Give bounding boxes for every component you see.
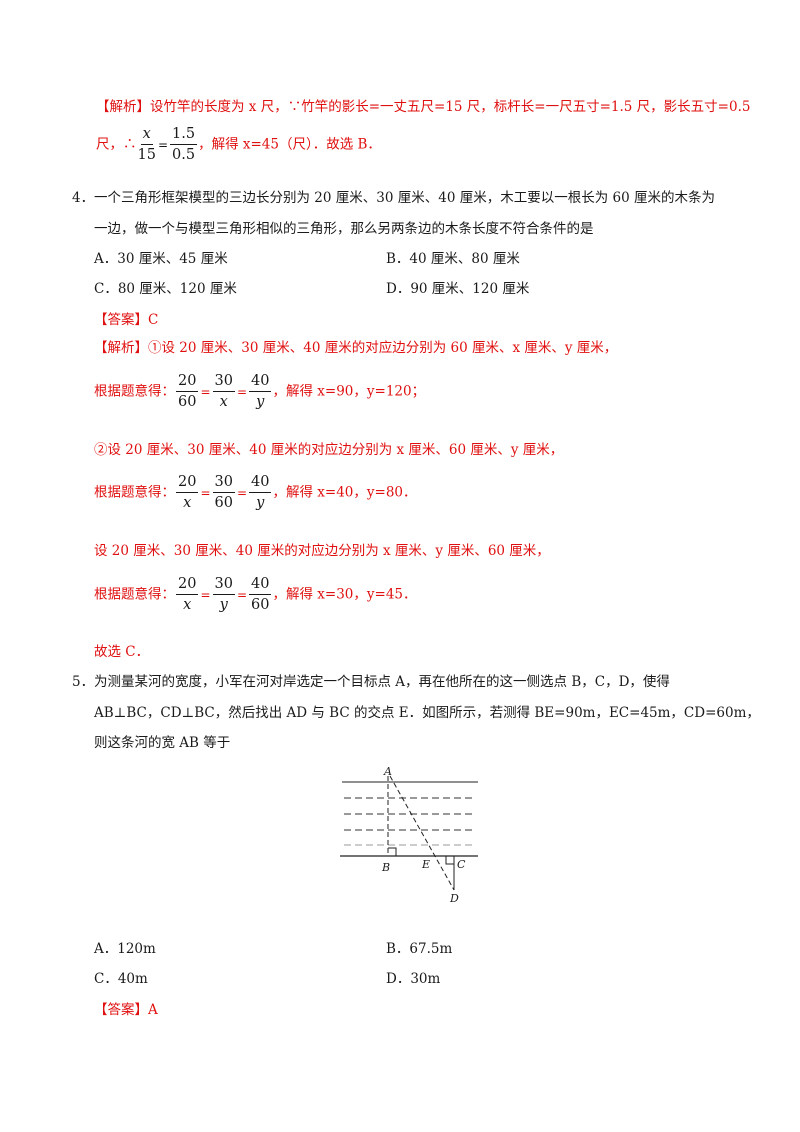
q4-analysis-case3: 设 20 厘米、30 厘米、40 厘米的对应边分别为 x 厘米、y 厘米、60 … [94, 543, 550, 559]
point-label-c: C [457, 858, 466, 871]
segment-ad [389, 775, 455, 891]
fraction-numerator: 30 [212, 575, 235, 595]
fraction-denominator: x [183, 597, 192, 613]
fraction-numerator: 40 [249, 372, 272, 392]
q5-option-a: A．120m [94, 941, 156, 957]
q3-analysis-line1: 【解析】设竹竿的长度为 x 尺，∵竹竿的影长=一丈五尺=15 尺，标杆长=一尺五… [96, 99, 751, 115]
fraction-denominator: 60 [214, 495, 233, 511]
equation-fraction: 40 y [249, 372, 272, 411]
q4-stem-line2: 一边，做一个与模型三角形相似的三角形，那么另两条边的木条长度不符合条件的是 [94, 221, 594, 237]
fraction-numerator: x [140, 125, 153, 145]
q5-option-b: B．67.5m [386, 941, 453, 957]
point-label-e: E [421, 858, 430, 871]
fraction-numerator: 30 [212, 473, 235, 493]
equation-prefix: 根据题意得： [94, 484, 175, 501]
equation-suffix: ，解得 x=90，y=120； [272, 383, 426, 400]
q5-option-d: D．30m [386, 971, 441, 987]
point-label-b: B [381, 861, 390, 874]
fraction-numerator: 40 [249, 575, 272, 595]
q4-option-a: A．30 厘米、45 厘米 [94, 251, 228, 267]
fraction-numerator: 1.5 [170, 125, 198, 145]
equation-fraction: 20 x [176, 575, 199, 614]
equation-fraction: 40 y [249, 473, 272, 512]
fraction-denominator: 0.5 [172, 147, 196, 163]
q4-analysis-case2: ②设 20 厘米、30 厘米、40 厘米的对应边分别为 x 厘米、60 厘米、y… [94, 442, 564, 458]
fraction-denominator: y [219, 597, 228, 613]
point-label-a: A [383, 765, 392, 778]
fraction-denominator: y [256, 495, 265, 511]
q5-option-c: C．40m [94, 971, 148, 987]
fraction-denominator: 15 [137, 147, 156, 163]
q4-number: 4． [72, 190, 95, 206]
q4-stem-line1: 一个三角形框架模型的三边长分别为 20 厘米、30 厘米、40 厘米，木工要以一… [94, 190, 715, 206]
fraction-numerator: 40 [249, 473, 272, 493]
q4-conclusion: 故选 C． [94, 644, 150, 660]
equation-prefix: 根据题意得： [94, 383, 175, 400]
fraction-numerator: 20 [176, 372, 199, 392]
q3-analysis-suffix: ，解得 x=45（尺）．故选 B． [198, 136, 381, 153]
fraction-denominator: 60 [251, 597, 270, 613]
fraction-denominator: x [183, 495, 192, 511]
fraction-numerator: 20 [176, 473, 199, 493]
equation-suffix: ，解得 x=40，y=80． [272, 484, 417, 501]
fraction-numerator: 20 [176, 575, 199, 595]
q4-option-c: C．80 厘米、120 厘米 [94, 281, 237, 297]
q4-option-b: B．40 厘米、80 厘米 [386, 251, 520, 267]
q4-option-d: D．90 厘米、120 厘米 [386, 281, 530, 297]
fraction-denominator: y [256, 394, 265, 410]
fraction-denominator: 60 [178, 394, 197, 410]
point-label-d: D [449, 892, 459, 905]
equation-fraction: 20 x [176, 473, 199, 512]
fraction-numerator: 30 [212, 372, 235, 392]
right-angle-mark-c [445, 856, 454, 865]
q5-stem-line2: AB⊥BC，CD⊥BC，然后找出 AD 与 BC 的交点 E．如图所示，若测得 … [94, 705, 760, 721]
fraction-denominator: x [219, 394, 228, 410]
q4-analysis-case1: 【解析】①设 20 厘米、30 厘米、40 厘米的对应边分别为 60 厘米、x … [94, 340, 618, 356]
equation-fraction: 30 x [212, 372, 235, 411]
equation-prefix: 根据题意得： [94, 586, 175, 603]
equation-suffix: ，解得 x=30，y=45． [272, 586, 417, 603]
river-diagram: A B E C D [340, 765, 478, 905]
q5-answer: 【答案】A [94, 1002, 158, 1018]
q5-number: 5． [72, 674, 95, 690]
right-angle-mark-b [388, 847, 397, 856]
q5-stem-line3: 则这条河的宽 AB 等于 [94, 735, 231, 751]
q3-fraction-left: x 15 [138, 125, 156, 164]
q4-answer: 【答案】C [94, 312, 159, 328]
equation-fraction: 30 y [212, 575, 235, 614]
q5-stem-line1: 为测量某河的宽度，小军在河对岸选定一个目标点 A，再在他所在的这一侧选点 B，C… [94, 674, 670, 690]
q3-analysis-prefix: 尺，∴ [96, 136, 137, 153]
